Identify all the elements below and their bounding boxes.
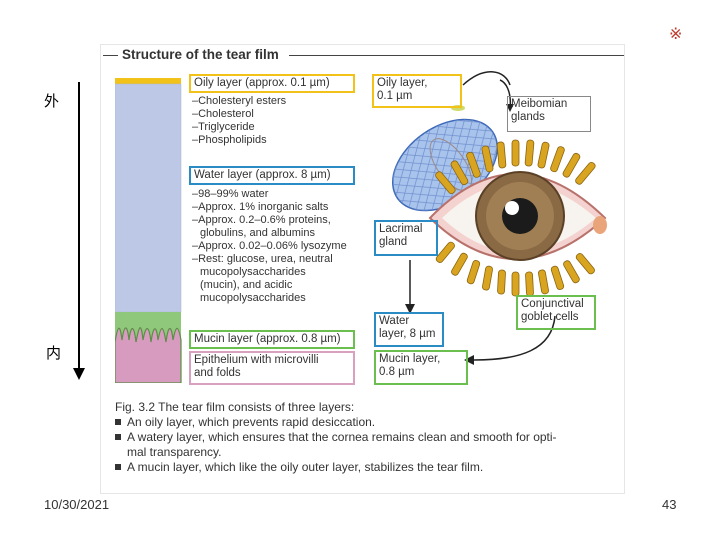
meibomian-callout: Meibomian glands	[507, 96, 591, 132]
water-item: mucopolysaccharides	[200, 266, 306, 278]
eye-illustration	[391, 71, 607, 365]
water-item: –Approx. 0.2–0.6% proteins,	[192, 214, 331, 226]
oily-item: –Cholesteryl esters	[192, 95, 287, 107]
caption-bullet-text: An oily layer, which prevents rapid desi…	[127, 415, 376, 429]
epithelium-label-line: Epithelium with microvilli	[194, 354, 319, 366]
mucin-layer-label: Mucin layer (approx. 0.8 µm)	[189, 330, 355, 349]
water-items: –98–99% water –Approx. 1% inorganic salt…	[192, 188, 347, 305]
caption-bullet-1: An oily layer, which prevents rapid desi…	[115, 415, 620, 430]
caption-bullet-2-cont: mal transparency.	[127, 445, 222, 459]
figure-panel	[101, 45, 624, 493]
goblet-to-mucin-arrowhead	[464, 355, 474, 365]
caption-bullet-2: A watery layer, which ensures that the c…	[115, 430, 620, 445]
water-callout-line: Water	[379, 315, 410, 327]
oily-callout-line: 0.1 µm	[377, 90, 413, 102]
oily-to-gland-arrow	[462, 71, 511, 86]
caruncle-shape	[593, 216, 607, 234]
water-item: (mucin), and acidic	[200, 279, 293, 291]
water-layer-band	[115, 83, 182, 313]
oily-item: –Phospholipids	[192, 134, 267, 146]
oily-layer-label: Oily layer (approx. 0.1 µm)	[189, 74, 355, 93]
lacrimal-callout-line: gland	[379, 236, 408, 248]
water-callout: Water layer, 8 µm	[374, 312, 444, 347]
caption-bullet-text: A mucin layer, which like the oily outer…	[127, 460, 484, 474]
epithelium-label: Epithelium with microvilli and folds	[189, 351, 355, 385]
oily-layer-band	[115, 78, 181, 84]
title-rule	[289, 55, 624, 56]
water-item: mucopolysaccharides	[200, 292, 306, 304]
lacrimal-to-water-arrowhead	[405, 304, 415, 314]
oily-item: –Triglyceride	[192, 121, 255, 133]
figure-caption: Fig. 3.2 The tear film consists of three…	[115, 400, 620, 475]
meibomian-arrowhead	[506, 104, 514, 112]
lacrimal-callout: Lacrimal gland	[374, 220, 438, 256]
meibomian-glands-shape	[435, 139, 596, 297]
epithelium-microvilli	[115, 327, 182, 383]
inner-label: 内	[46, 344, 62, 362]
water-callout-line: layer, 8 µm	[379, 328, 436, 340]
water-item: –Approx. 1% inorganic salts	[192, 201, 329, 213]
water-item: globulins, and albumins	[200, 227, 315, 239]
water-item: –Approx. 0.02–0.06% lysozyme	[192, 240, 347, 252]
conjunctival-callout: Conjunctival goblet cells	[516, 295, 596, 330]
conjunctival-callout-line: Conjunctival	[521, 298, 584, 310]
mucin-callout-line: 0.8 µm	[379, 366, 415, 378]
direction-arrow-line	[78, 82, 80, 370]
goblet-to-mucin-arrow	[473, 315, 556, 361]
oily-item: –Cholesterol	[192, 108, 254, 120]
caption-bullet-text: A watery layer, which ensures that the c…	[127, 430, 557, 444]
mucin-callout: Mucin layer, 0.8 µm	[374, 350, 468, 385]
conjunctival-callout-line: goblet cells	[521, 311, 579, 323]
bullet-icon	[115, 433, 121, 440]
epithelium-label-line: and folds	[194, 367, 241, 379]
outer-label: 外	[44, 92, 60, 110]
direction-arrow-head	[73, 368, 85, 380]
water-item: –98–99% water	[192, 188, 269, 200]
bullet-icon	[115, 418, 121, 425]
mucin-callout-line: Mucin layer,	[379, 353, 441, 365]
meibomian-callout-line: glands	[511, 111, 545, 123]
water-item: –Rest: glucose, urea, neutral	[192, 253, 333, 265]
oily-callout: Oily layer, 0.1 µm	[372, 74, 462, 108]
tear-film-layer-diagram	[115, 78, 182, 383]
bullet-icon	[115, 463, 121, 470]
lacrimal-callout-line: Lacrimal	[379, 223, 423, 235]
figure-title: Structure of the tear film	[122, 47, 279, 62]
caption-lead: Fig. 3.2 The tear film consists of three…	[115, 400, 355, 414]
meibomian-callout-line: Meibomian	[511, 98, 568, 110]
water-layer-label: Water layer (approx. 8 µm)	[189, 166, 355, 185]
title-rule-left	[103, 55, 118, 56]
oily-items: –Cholesteryl esters –Cholesterol –Trigly…	[192, 95, 286, 147]
reference-mark: ※	[669, 24, 683, 43]
page-number: 43	[662, 497, 677, 512]
eye-highlight-shape	[505, 201, 519, 215]
footer-date: 10/30/2021	[44, 497, 110, 512]
caption-bullet-3: A mucin layer, which like the oily outer…	[115, 460, 620, 475]
oily-callout-line: Oily layer,	[377, 77, 428, 89]
